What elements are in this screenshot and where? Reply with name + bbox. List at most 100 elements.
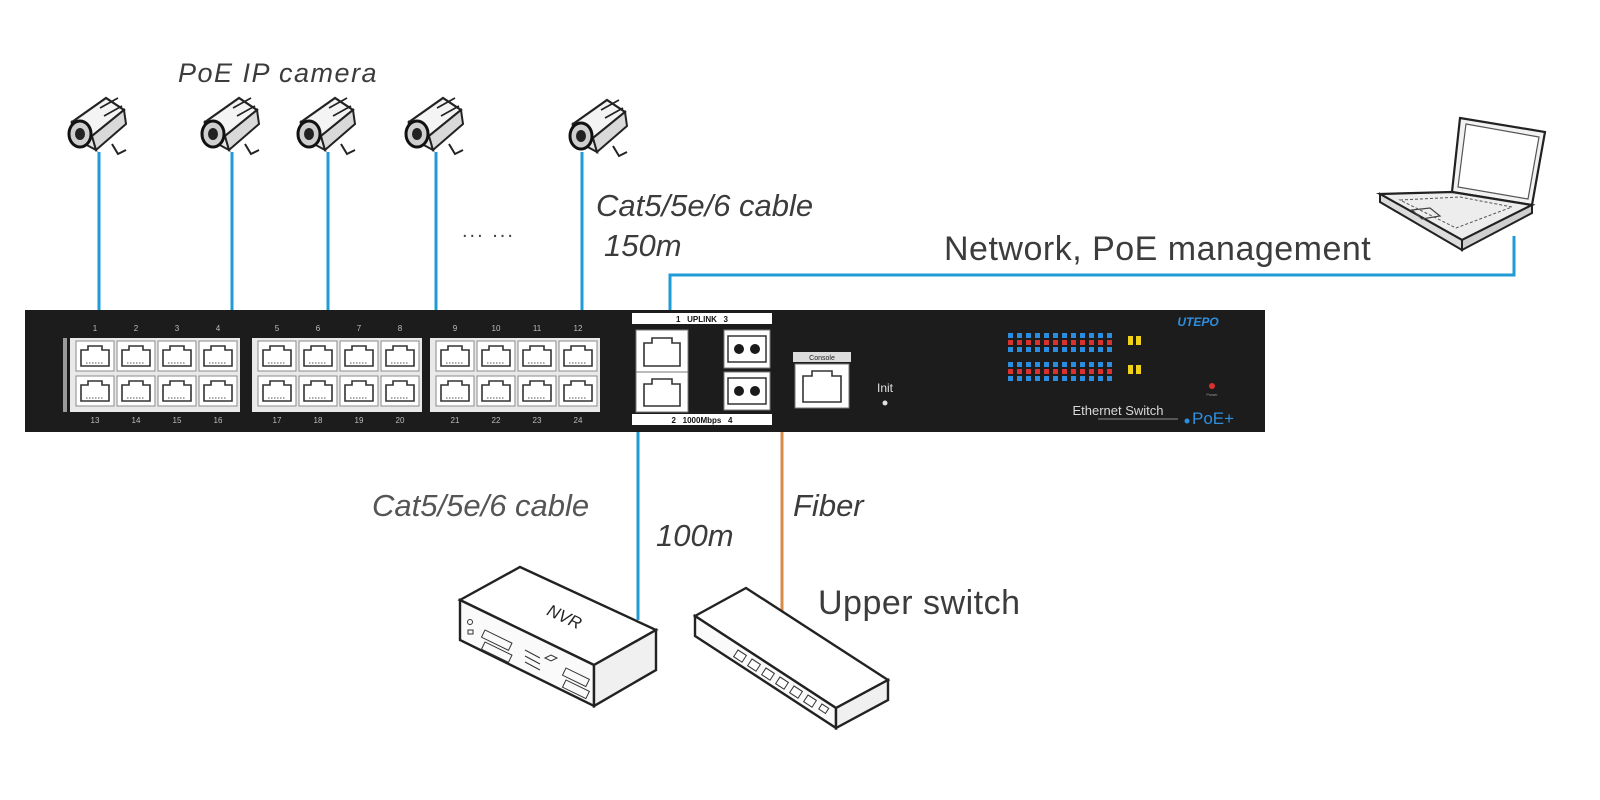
port-led: [1026, 347, 1031, 352]
port-led: [1080, 376, 1085, 381]
port-number: 14: [132, 416, 141, 425]
port-led: [1017, 340, 1022, 345]
camera-cables: [97, 152, 584, 312]
rj45-port-icon[interactable]: [75, 340, 115, 372]
port-number: 9: [453, 324, 458, 333]
sfp-port-icon[interactable]: [723, 371, 771, 411]
rj45-port-icon[interactable]: [257, 375, 297, 407]
rj45-port-icon[interactable]: [116, 340, 156, 372]
rj45-port-icon[interactable]: [198, 340, 238, 372]
rj45-port-icon[interactable]: [257, 340, 297, 372]
port-led: [1089, 362, 1094, 367]
camera-cable-label: Cat5/5e/6 cable: [596, 188, 814, 223]
port-led: [1062, 333, 1067, 338]
rj45-port-icon[interactable]: [558, 340, 598, 372]
port-led: [1008, 340, 1013, 345]
port-led: [1044, 362, 1049, 367]
rj45-port-icon[interactable]: [380, 340, 420, 372]
rj45-port-icon[interactable]: [198, 375, 238, 407]
rj45-port-icon[interactable]: [435, 340, 475, 372]
port-led: [1089, 333, 1094, 338]
port-led: [1008, 362, 1013, 367]
port-led: [1053, 376, 1058, 381]
port-led: [1089, 340, 1094, 345]
port-led: [1107, 333, 1112, 338]
port-led: [1062, 369, 1067, 374]
port-led: [1035, 340, 1040, 345]
port-led: [1080, 340, 1085, 345]
port-led: [1053, 362, 1058, 367]
port-led: [1053, 369, 1058, 374]
port-led: [1071, 362, 1076, 367]
init-label: Init: [877, 381, 894, 395]
management-cable: [668, 236, 1516, 312]
console-port-icon[interactable]: [794, 363, 850, 409]
port-number: 7: [357, 324, 362, 333]
rj45-port-icon[interactable]: [75, 375, 115, 407]
nvr-cable-label: Cat5/5e/6 cable: [372, 488, 590, 523]
camera-distance-label: 150m: [604, 228, 682, 263]
port-led: [1071, 369, 1076, 374]
power-led: [1209, 383, 1215, 389]
rj45-port-icon[interactable]: [157, 375, 197, 407]
port-led: [1080, 369, 1085, 374]
port-led: [1035, 347, 1040, 352]
camera-icon: [200, 96, 261, 156]
rj45-port-icon[interactable]: [298, 340, 338, 372]
port-led: [1008, 333, 1013, 338]
rj45-port-icon[interactable]: [558, 375, 598, 407]
port-led: [1071, 347, 1076, 352]
port-led: [1008, 369, 1013, 374]
init-button[interactable]: [882, 400, 888, 406]
rj45-port-icon[interactable]: [339, 340, 379, 372]
rj45-port-icon[interactable]: [517, 375, 557, 407]
port-led: [1053, 347, 1058, 352]
port-number: 3: [175, 324, 180, 333]
port-number: 19: [355, 416, 364, 425]
port-led: [1089, 376, 1094, 381]
uplink-bottom-label: 2 1000Mbps 4: [672, 416, 733, 425]
rj45-port-group: [70, 338, 600, 412]
port-led: [1044, 347, 1049, 352]
rj45-port-icon[interactable]: [380, 375, 420, 407]
rj45-port-icon[interactable]: [116, 375, 156, 407]
port-led: [1017, 369, 1022, 374]
port-number: 12: [574, 324, 583, 333]
port-led: [1062, 347, 1067, 352]
port-led: [1008, 347, 1013, 352]
rj45-port-icon[interactable]: [476, 340, 516, 372]
rj45-port-icon[interactable]: [476, 375, 516, 407]
nvr-icon: NVR: [457, 565, 659, 709]
port-led: [1026, 333, 1031, 338]
camera-icon: [296, 96, 357, 156]
brand-logo: UTEPO: [1177, 315, 1219, 329]
rj45-port-icon[interactable]: [339, 375, 379, 407]
port-led: [1035, 362, 1040, 367]
port-led: [1107, 347, 1112, 352]
port-led: [1071, 376, 1076, 381]
port-number: 11: [533, 324, 542, 333]
port-number: 22: [492, 416, 501, 425]
network-management-label: Network, PoE management: [944, 230, 1372, 268]
nvr-distance-label: 100m: [656, 518, 734, 553]
sfp-port-icon[interactable]: [723, 329, 771, 369]
poe-camera-label: PoE IP camera: [178, 58, 379, 88]
port-number: 5: [275, 324, 280, 333]
port-led: [1098, 347, 1103, 352]
port-led: [1017, 347, 1022, 352]
port-led: [1008, 376, 1013, 381]
port-led: [1080, 347, 1085, 352]
port-led: [1035, 333, 1040, 338]
rj45-port-icon[interactable]: [517, 340, 557, 372]
port-led: [1071, 333, 1076, 338]
rj45-port-icon[interactable]: [157, 340, 197, 372]
rj45-port-icon[interactable]: [435, 375, 475, 407]
port-led: [1107, 340, 1112, 345]
port-led: [1089, 369, 1094, 374]
rj45-port-icon[interactable]: [298, 375, 338, 407]
port-number: 13: [91, 416, 100, 425]
